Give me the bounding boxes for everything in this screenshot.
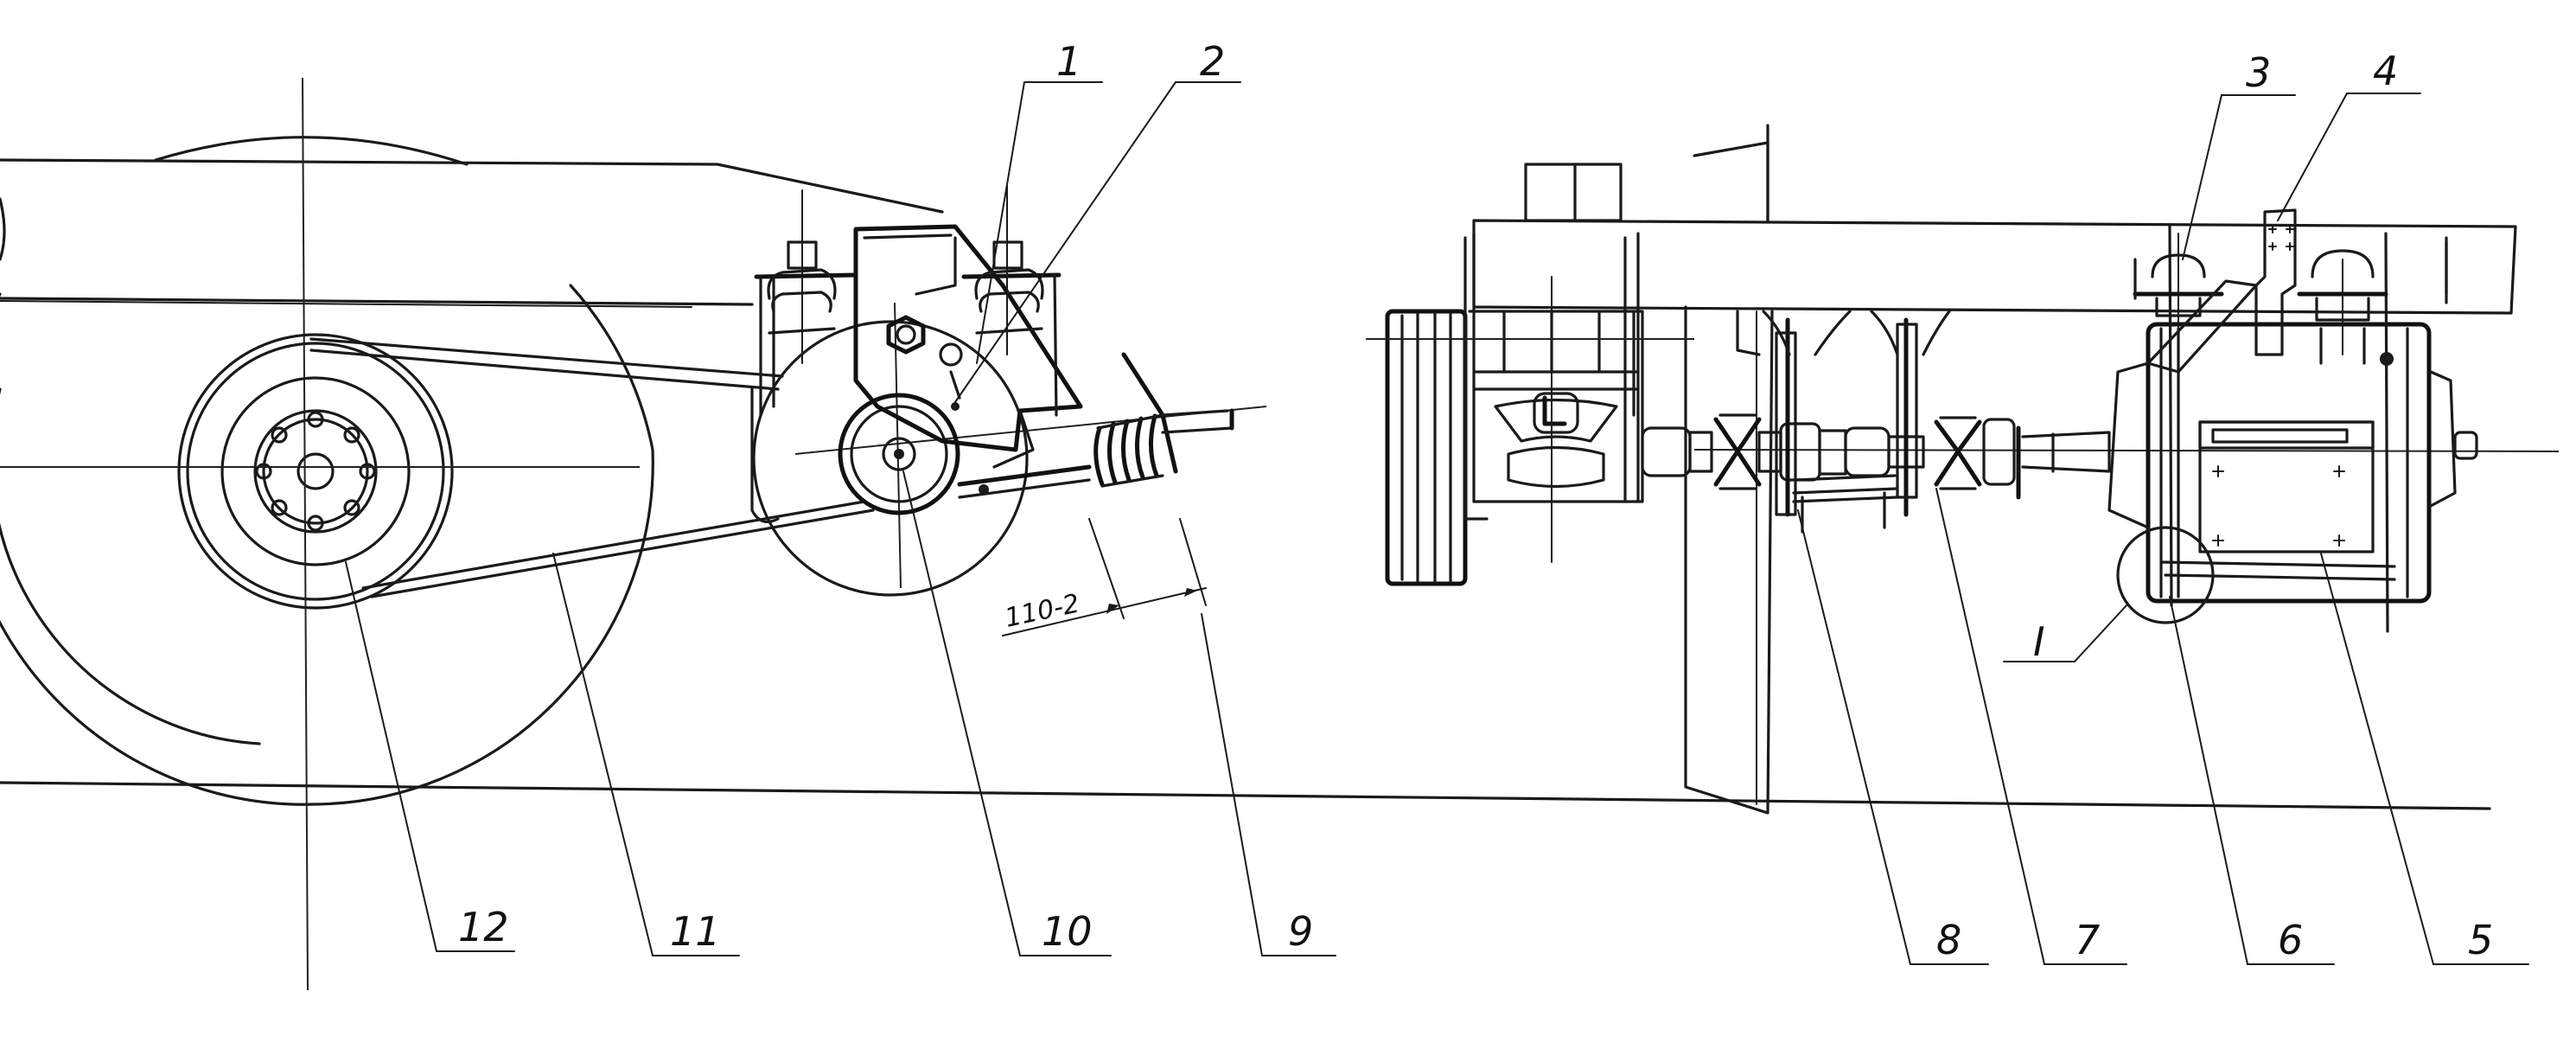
generator-plan: [2107, 223, 2478, 633]
callout-12: 12: [458, 904, 509, 950]
swing-arm: [2146, 208, 2297, 374]
side-view: 110-2: [0, 77, 2491, 991]
pulley-bolts: [255, 411, 376, 532]
vertical-panel: [1684, 305, 1774, 815]
wheel: [0, 136, 654, 806]
top-beam: [1472, 124, 2517, 315]
rail-line: [0, 781, 2491, 810]
callout-2: 2: [1200, 38, 1225, 85]
hanger-plates: [1762, 310, 1951, 534]
callout-7: 7: [2075, 917, 2100, 963]
generator: [750, 320, 1029, 597]
rubber-mount-left: [754, 189, 858, 417]
callout-3: 3: [2246, 49, 2271, 96]
suspension-bracket: [853, 224, 1083, 469]
axle-pulley: [177, 333, 454, 610]
detail-label: I: [2033, 618, 2045, 665]
rubber-mounts-plan: [2133, 233, 2448, 365]
callout-8: 8: [1936, 917, 1961, 963]
detail-circle: I: [2003, 526, 2215, 665]
center-lines: [0, 77, 1267, 991]
callout-5: 5: [2468, 917, 2493, 963]
callout-1: 1: [1056, 38, 1081, 85]
callout-6: 6: [2278, 917, 2303, 963]
plan-view: I: [1366, 124, 2560, 815]
callout-9: 9: [1288, 908, 1313, 955]
axle-gearbox: [1385, 232, 1644, 586]
tension-spring: [957, 352, 1234, 499]
cardan-shaft: [1641, 317, 2111, 517]
callout-11: 11: [670, 908, 721, 955]
callouts: 1 2 3 4 5 6 7 8 9 10: [345, 38, 2529, 965]
frame-beam: [0, 158, 944, 308]
dimension-110: 110-2: [1002, 518, 1207, 636]
callout-4: 4: [2373, 48, 2398, 94]
callout-10: 10: [1042, 908, 1093, 955]
